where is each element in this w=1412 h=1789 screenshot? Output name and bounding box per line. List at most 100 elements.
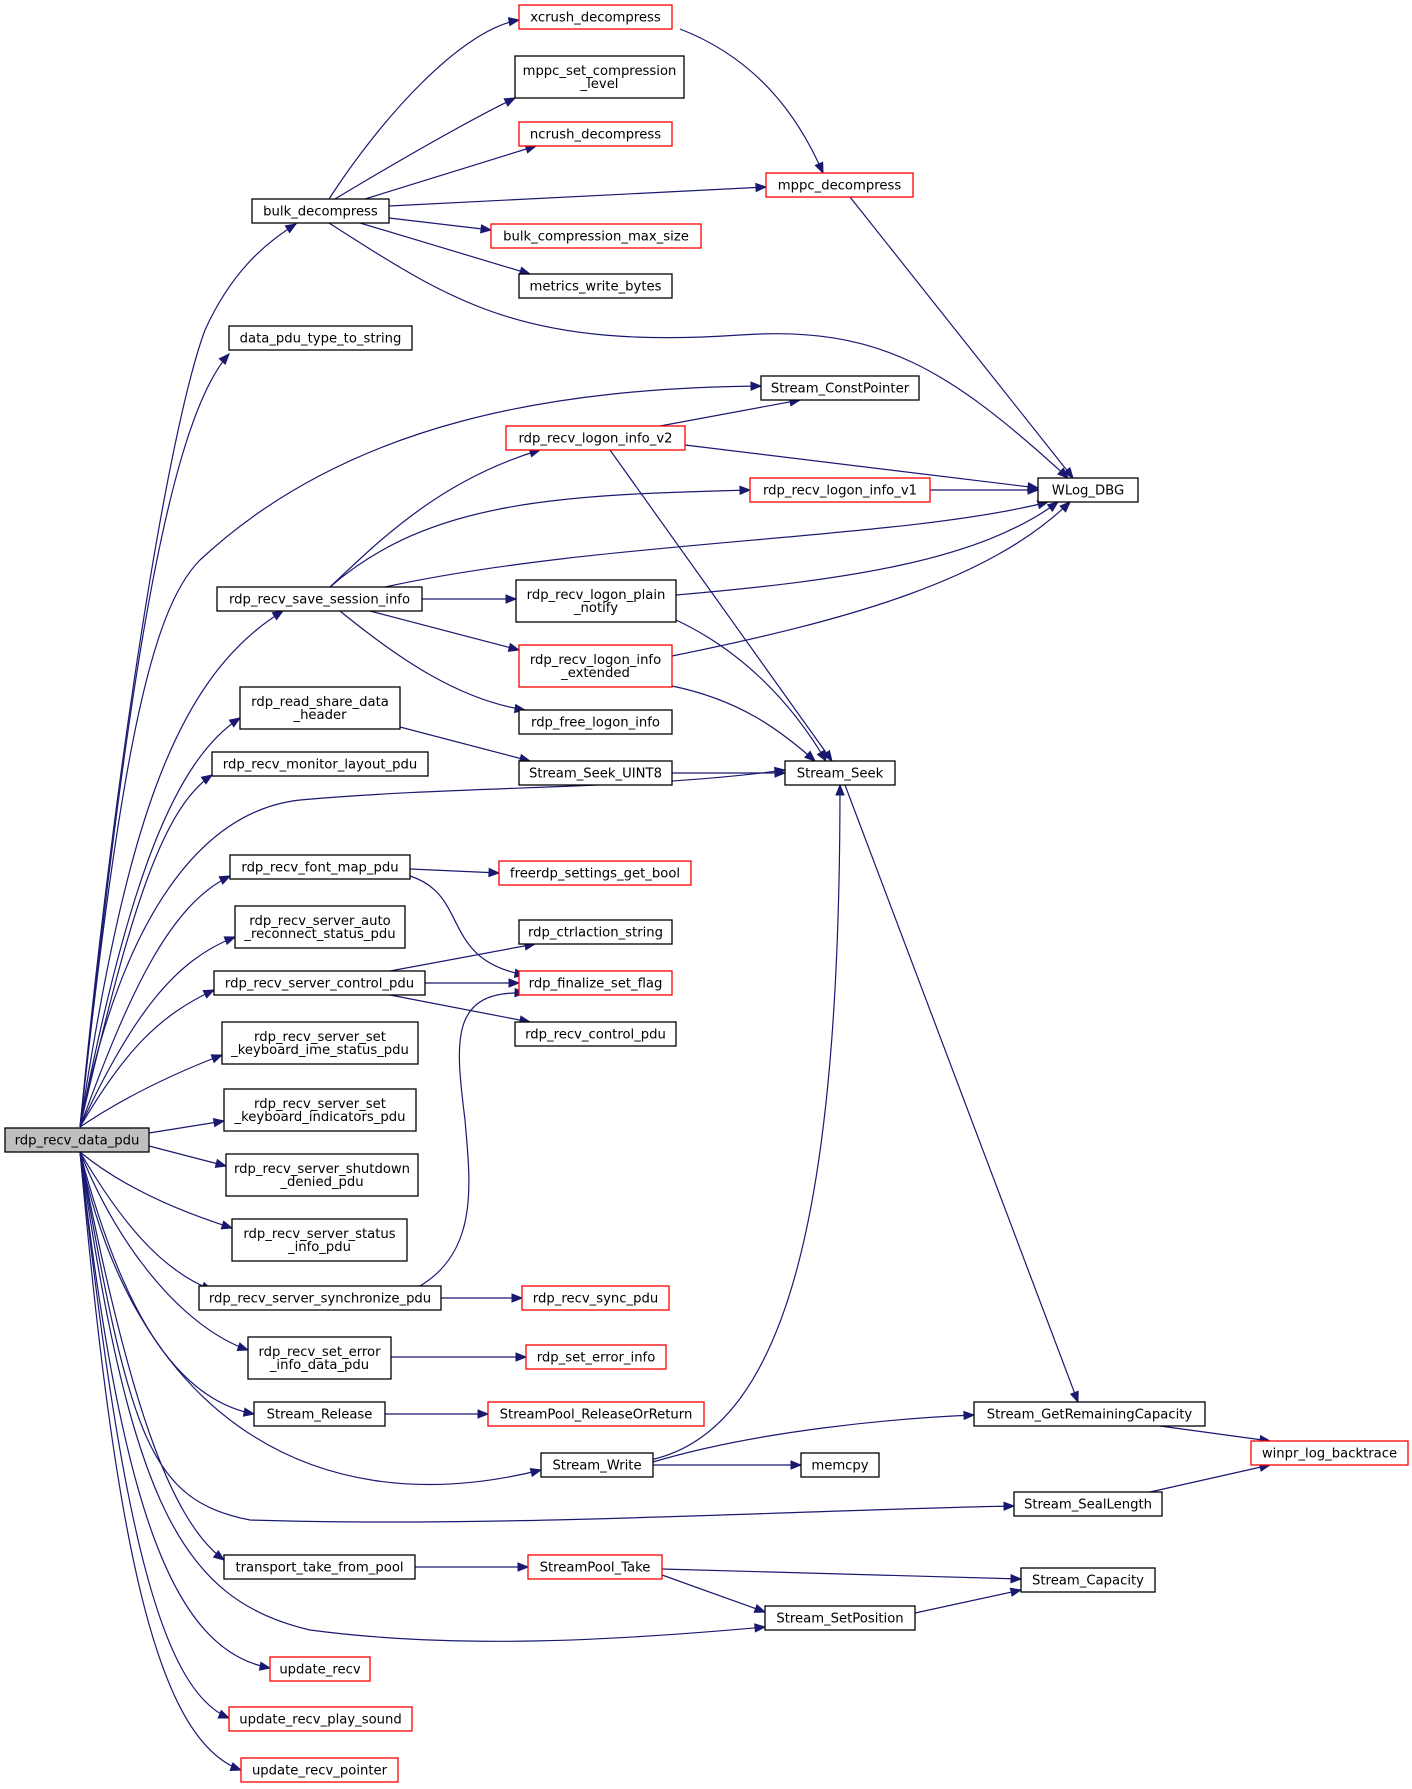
node-xcrush-decompress[interactable]: xcrush_decompress bbox=[518, 4, 673, 30]
edge-transport-take-from-pool-to-streampool-take-arrowhead bbox=[517, 1562, 530, 1572]
edge-rdp-recv-save-session-info-to-rdp-recv-logon-info-v2-line bbox=[329, 449, 541, 588]
edge-rdp-recv-data-pdu-to-rdp-recv-server-status-info-pdu-line bbox=[79, 1151, 233, 1229]
node-stream-setposition[interactable]: Stream_SetPosition bbox=[764, 1605, 916, 1631]
node-update-recv-pointer[interactable]: update_recv_pointer bbox=[240, 1757, 399, 1783]
edge-streampool-take-to-stream-setposition bbox=[661, 1574, 767, 1613]
node-ncrush-decompress[interactable]: ncrush_decompress bbox=[518, 121, 673, 147]
node-mppc-set-compression-level[interactable]: mppc_set_compression_level bbox=[514, 55, 685, 99]
node-box bbox=[223, 1088, 417, 1132]
node-rdp-recv-logon-info-extended[interactable]: rdp_recv_logon_info_extended bbox=[518, 644, 673, 688]
node-rdp-recv-logon-info-v2[interactable]: rdp_recv_logon_info_v2 bbox=[505, 425, 686, 451]
edge-streampool-take-to-stream-capacity-arrowhead bbox=[1010, 1573, 1023, 1584]
edge-bulk-decompress-to-ncrush-decompress bbox=[364, 144, 538, 200]
node-rdp-recv-server-auto-reconnect-status-pdu[interactable]: rdp_recv_server_auto_reconnect_status_pd… bbox=[234, 905, 406, 949]
node-label: rdp_recv_logon_info_v1 bbox=[763, 484, 917, 499]
node-stream-constpointer[interactable]: Stream_ConstPointer bbox=[760, 375, 920, 401]
node-bulk-decompress[interactable]: bulk_decompress bbox=[251, 198, 390, 224]
node-box bbox=[784, 760, 896, 786]
node-wlog-dbg[interactable]: WLog_DBG bbox=[1037, 477, 1139, 503]
node-update-recv[interactable]: update_recv bbox=[269, 1656, 371, 1682]
edge-rdp-recv-save-session-info-to-rdp-recv-logon-info-extended-arrowhead bbox=[507, 642, 521, 652]
edge-stream-seek-to-stream-getremainingcapacity-line bbox=[844, 784, 1079, 1403]
node-mppc-decompress[interactable]: mppc_decompress bbox=[765, 172, 914, 198]
node-rdp-ctrlaction-string[interactable]: rdp_ctrlaction_string bbox=[518, 919, 673, 945]
edge-rdp-recv-data-pdu-to-rdp-read-share-data-header bbox=[79, 717, 242, 1128]
edge-stream-write-to-stream-seek bbox=[649, 783, 845, 1461]
node-label: freerdp_settings_get_bool bbox=[510, 867, 680, 882]
node-rdp-free-logon-info[interactable]: rdp_free_logon_info bbox=[518, 709, 673, 735]
edge-rdp-recv-data-pdu-to-transport-take-from-pool-arrowhead bbox=[212, 1549, 226, 1561]
edge-bulk-decompress-to-bulk-compression-max-size-arrowhead bbox=[480, 224, 493, 234]
node-stream-write[interactable]: Stream_Write bbox=[540, 1452, 654, 1478]
node-rdp-recv-logon-plain-notify[interactable]: rdp_recv_logon_plain_notify bbox=[515, 579, 677, 623]
node-rdp-recv-sync-pdu[interactable]: rdp_recv_sync_pdu bbox=[521, 1285, 670, 1311]
node-memcpy[interactable]: memcpy bbox=[800, 1452, 880, 1478]
node-rdp-set-error-info[interactable]: rdp_set_error_info bbox=[525, 1344, 667, 1370]
node-transport-take-from-pool[interactable]: transport_take_from_pool bbox=[223, 1554, 416, 1580]
edge-rdp-recv-data-pdu-to-rdp-recv-server-control-pdu-arrowhead bbox=[202, 989, 216, 999]
node-box bbox=[505, 425, 686, 451]
edge-bulk-decompress-to-bulk-compression-max-size bbox=[388, 217, 493, 234]
node-rdp-recv-server-status-info-pdu[interactable]: rdp_recv_server_status_info_pdu bbox=[231, 1218, 408, 1262]
node-rdp-recv-save-session-info[interactable]: rdp_recv_save_session_info bbox=[216, 586, 423, 612]
edge-rdp-recv-logon-info-extended-to-wlog-dbg bbox=[671, 501, 1071, 657]
edge-xcrush-decompress-to-mppc-decompress-arrowhead bbox=[814, 161, 824, 175]
node-rdp-recv-server-control-pdu[interactable]: rdp_recv_server_control_pdu bbox=[213, 970, 426, 996]
node-box bbox=[749, 477, 931, 503]
node-label: update_recv_pointer bbox=[252, 1764, 388, 1779]
node-rdp-recv-logon-info-v1[interactable]: rdp_recv_logon_info_v1 bbox=[749, 477, 931, 503]
node-rdp-recv-font-map-pdu[interactable]: rdp_recv_font_map_pdu bbox=[229, 854, 411, 880]
node-rdp-recv-data-pdu[interactable]: rdp_recv_data_pdu bbox=[4, 1127, 150, 1153]
node-winpr-log-backtrace[interactable]: winpr_log_backtrace bbox=[1250, 1440, 1409, 1466]
node-label: rdp_recv_server_shutdown bbox=[234, 1162, 410, 1177]
node-bulk-compression-max-size[interactable]: bulk_compression_max_size bbox=[490, 223, 702, 249]
edge-stream-getremainingcapacity-to-winpr-log-backtrace-line bbox=[1159, 1425, 1271, 1442]
edge-rdp-recv-data-pdu-to-stream-write-arrowhead bbox=[529, 1467, 543, 1478]
node-box bbox=[223, 1554, 416, 1580]
node-data-pdu-type-to-string[interactable]: data_pdu_type_to_string bbox=[228, 325, 413, 351]
node-rdp-recv-server-shutdown-denied-pdu[interactable]: rdp_recv_server_shutdown_denied_pdu bbox=[225, 1153, 419, 1197]
edge-rdp-recv-data-pdu-to-rdp-recv-set-error-info-data-pdu bbox=[79, 1151, 250, 1352]
edges-layer bbox=[79, 17, 1272, 1772]
node-box bbox=[239, 686, 401, 730]
node-box bbox=[1020, 1567, 1156, 1593]
edge-rdp-recv-data-pdu-to-rdp-recv-font-map-pdu-arrowhead bbox=[218, 875, 232, 885]
node-stream-release[interactable]: Stream_Release bbox=[253, 1401, 386, 1427]
node-streampool-releaseorreturn[interactable]: StreamPool_ReleaseOrReturn bbox=[487, 1401, 705, 1427]
node-rdp-read-share-data-header[interactable]: rdp_read_share_data_header bbox=[239, 686, 401, 730]
node-update-recv-play-sound[interactable]: update_recv_play_sound bbox=[228, 1706, 413, 1732]
node-stream-capacity[interactable]: Stream_Capacity bbox=[1020, 1567, 1156, 1593]
edge-bulk-decompress-to-bulk-compression-max-size-line bbox=[388, 217, 492, 231]
node-metrics-write-bytes[interactable]: metrics_write_bytes bbox=[518, 273, 673, 299]
edge-rdp-recv-data-pdu-to-stream-seallength bbox=[79, 1151, 1016, 1523]
edge-rdp-recv-save-session-info-to-rdp-free-logon-info-line bbox=[339, 610, 526, 711]
node-rdp-recv-set-error-info-data-pdu[interactable]: rdp_recv_set_error_info_data_pdu bbox=[247, 1336, 392, 1380]
edge-bulk-decompress-to-mppc-decompress bbox=[388, 182, 768, 207]
edge-rdp-recv-data-pdu-to-rdp-recv-server-synchronize-pdu-line bbox=[79, 1151, 213, 1291]
node-streampool-take[interactable]: StreamPool_Take bbox=[527, 1554, 663, 1580]
edge-rdp-recv-data-pdu-to-update-recv-play-sound-line bbox=[79, 1151, 230, 1719]
node-stream-seek[interactable]: Stream_Seek bbox=[784, 760, 896, 786]
node-freerdp-settings-get-bool[interactable]: freerdp_settings_get_bool bbox=[498, 860, 692, 886]
edge-rdp-recv-data-pdu-to-rdp-recv-server-set-keyboard-ime-status-pdu-line bbox=[79, 1054, 223, 1128]
node-box bbox=[231, 1218, 408, 1262]
node-label: rdp_recv_server_status bbox=[243, 1227, 395, 1242]
edge-rdp-recv-font-map-pdu-to-rdp-finalize-set-flag bbox=[409, 875, 527, 978]
edge-rdp-recv-data-pdu-to-bulk-decompress bbox=[79, 223, 298, 1128]
edge-rdp-recv-data-pdu-to-rdp-recv-server-set-keyboard-ime-status-pdu-arrowhead bbox=[210, 1054, 224, 1064]
edge-rdp-recv-data-pdu-to-stream-write bbox=[79, 1151, 543, 1485]
edge-rdp-recv-logon-info-v2-to-stream-seek-arrowhead bbox=[822, 749, 833, 763]
node-rdp-recv-monitor-layout-pdu[interactable]: rdp_recv_monitor_layout_pdu bbox=[211, 751, 429, 777]
node-label: StreamPool_Take bbox=[540, 1561, 651, 1576]
node-rdp-recv-server-set-keyboard-indicators-pdu[interactable]: rdp_recv_server_set_keyboard_indicators_… bbox=[223, 1088, 417, 1132]
node-stream-seallength[interactable]: Stream_SealLength bbox=[1013, 1491, 1163, 1517]
node-rdp-recv-control-pdu[interactable]: rdp_recv_control_pdu bbox=[514, 1021, 677, 1047]
node-rdp-recv-server-synchronize-pdu[interactable]: rdp_recv_server_synchronize_pdu bbox=[198, 1285, 442, 1311]
node-stream-getremainingcapacity[interactable]: Stream_GetRemainingCapacity bbox=[973, 1401, 1206, 1427]
node-rdp-recv-server-set-keyboard-ime-status-pdu[interactable]: rdp_recv_server_set_keyboard_ime_status_… bbox=[221, 1021, 419, 1065]
node-stream-seek-uint8[interactable]: Stream_Seek_UINT8 bbox=[518, 760, 673, 786]
node-rdp-finalize-set-flag[interactable]: rdp_finalize_set_flag bbox=[518, 970, 673, 996]
edge-rdp-recv-data-pdu-to-rdp-read-share-data-header-arrowhead bbox=[228, 717, 242, 728]
node-box bbox=[211, 751, 429, 777]
edge-rdp-recv-data-pdu-to-rdp-recv-server-status-info-pdu-arrowhead bbox=[220, 1220, 234, 1230]
